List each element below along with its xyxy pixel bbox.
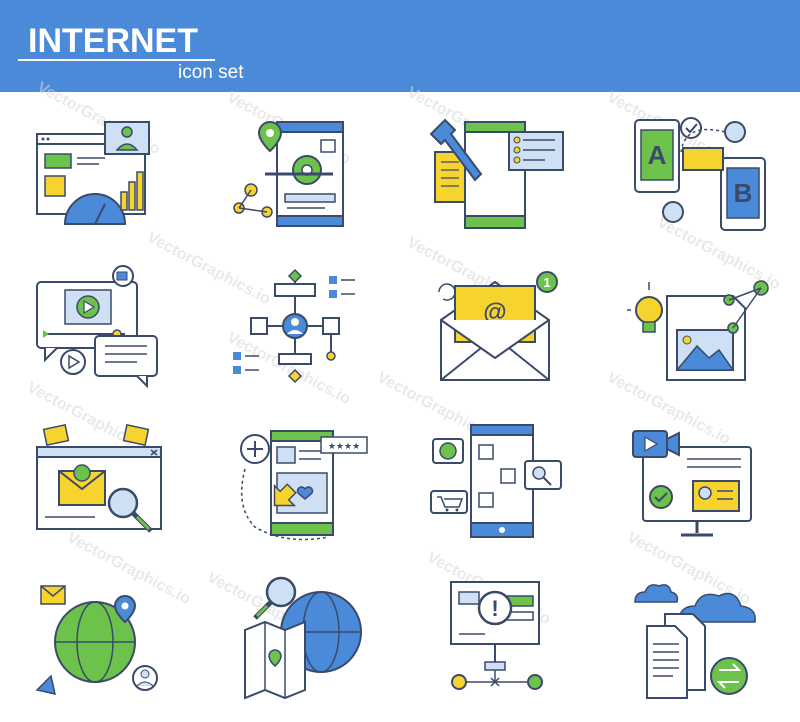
mobile-commerce-chat-icon	[425, 417, 575, 547]
mobile-app-development-icon	[225, 112, 375, 242]
global-network-icon	[25, 572, 175, 702]
server-error-icon: !	[425, 572, 575, 702]
ab-testing-icon: A B	[625, 112, 775, 242]
idea-content-icon	[625, 262, 775, 392]
notification-count: 1	[543, 275, 550, 290]
map-search-icon	[225, 572, 375, 702]
mobile-social-review-icon: ★★★★	[225, 417, 375, 547]
video-conference-icon	[625, 417, 775, 547]
email-notification-icon: @ 1	[425, 262, 575, 392]
video-chat-message-icon	[25, 262, 175, 392]
error-symbol: !	[491, 596, 498, 621]
label-b: B	[734, 178, 753, 208]
site-map-icon	[225, 262, 375, 392]
label-a: A	[648, 140, 667, 170]
web-analytics-icon	[25, 112, 175, 242]
icon-grid: A B	[0, 92, 800, 722]
at-symbol: @	[483, 299, 506, 326]
page-subtitle: icon set	[178, 62, 244, 83]
cloud-sync-icon	[625, 572, 775, 702]
mobile-settings-icon	[425, 112, 575, 242]
title-underline	[18, 59, 215, 61]
header-banner: INTERNET icon set	[0, 0, 800, 92]
email-virus-search-icon	[25, 417, 175, 547]
page-title: INTERNET	[28, 22, 198, 60]
rating-stars: ★★★★	[328, 442, 360, 452]
